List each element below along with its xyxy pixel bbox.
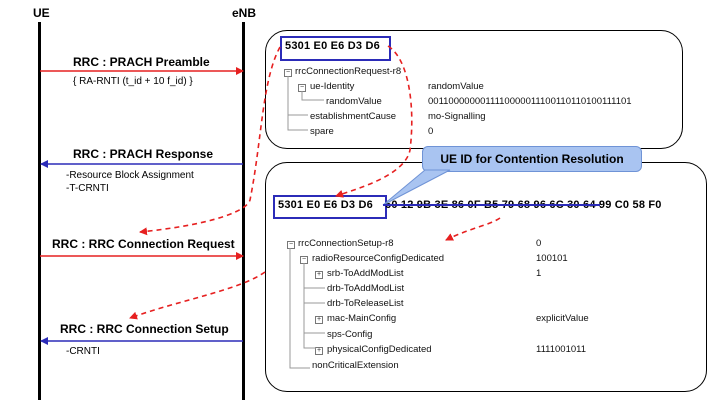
tree-node: rrcConnectionSetup-r8 <box>298 238 394 249</box>
expand-icon[interactable]: + <box>315 271 323 279</box>
request-hex-value: 5301 E0 E6 D3 D6 <box>285 40 380 52</box>
enb-label: eNB <box>232 6 257 20</box>
tree-node: ue-Identity <box>310 81 355 92</box>
expand-icon[interactable]: + <box>315 316 323 324</box>
msg-prach-response-label: RRC : PRACH Response <box>73 147 214 161</box>
enb-lifeline <box>242 22 245 400</box>
tree-value: 1111001011 <box>536 344 587 355</box>
setup-to-message-dashed <box>129 271 266 320</box>
tree-node: rrcConnectionRequest-r8 <box>295 66 402 77</box>
tree-value: 100101 <box>536 253 568 264</box>
tree-node: sps-Config <box>327 329 373 340</box>
callout-tail <box>382 169 451 206</box>
tree-node: physicalConfigDedicated <box>327 344 432 355</box>
hex-to-tree-dashed <box>445 217 501 241</box>
tree-value: explicitValue <box>536 313 589 324</box>
msg-rrc-conn-setup-detail: -CRNTI <box>66 346 100 357</box>
tree-node: establishmentCause <box>310 111 397 122</box>
msg-prach-response-detail-1: -Resource Block Assignment <box>66 170 194 181</box>
request-to-message-dashed <box>139 46 281 236</box>
request-hex-to-setup-hex-dashed <box>335 45 413 198</box>
tree-value: 0 <box>428 126 434 137</box>
expand-icon[interactable]: + <box>315 347 323 355</box>
collapse-icon[interactable]: − <box>287 241 295 249</box>
msg-rrc-conn-setup-label: RRC : RRC Connection Setup <box>60 322 229 336</box>
tree-value: 0011000000011110000011100110110100111101 <box>428 96 632 107</box>
tree-value: 1 <box>536 268 542 279</box>
tree-value: mo-Signalling <box>428 111 486 122</box>
request-hex-box <box>280 36 391 61</box>
msg-rrc-conn-request-label: RRC : RRC Connection Request <box>52 237 235 251</box>
tree-node: nonCriticalExtension <box>312 360 399 371</box>
tree-node: srb-ToAddModList <box>327 268 404 279</box>
contention-resolution-callout: UE ID for Contention Resolution <box>422 146 642 172</box>
tree-node: drb-ToReleaseList <box>327 298 404 309</box>
tree-node: radioResourceConfigDedicated <box>312 253 445 264</box>
ue-lifeline <box>38 22 41 400</box>
tree-node: spare <box>310 126 334 137</box>
tree-value: randomValue <box>428 81 484 92</box>
tree-value: 0 <box>536 238 542 249</box>
tree-node: drb-ToAddModList <box>327 283 405 294</box>
setup-hex-highlight-box <box>273 195 387 219</box>
tree-node: randomValue <box>326 96 382 107</box>
tree-node: mac-MainConfig <box>327 313 397 324</box>
msg-prach-preamble-label: RRC : PRACH Preamble <box>73 55 210 69</box>
msg-prach-preamble-detail: { RA-RNTI (t_id + 10 f_id) } <box>73 76 193 87</box>
setup-hex-highlight: 5301 E0 E6 D3 D6 <box>278 199 373 211</box>
msg-prach-response-detail-2: -T-CRNTI <box>66 183 109 194</box>
ue-label: UE <box>33 6 50 20</box>
